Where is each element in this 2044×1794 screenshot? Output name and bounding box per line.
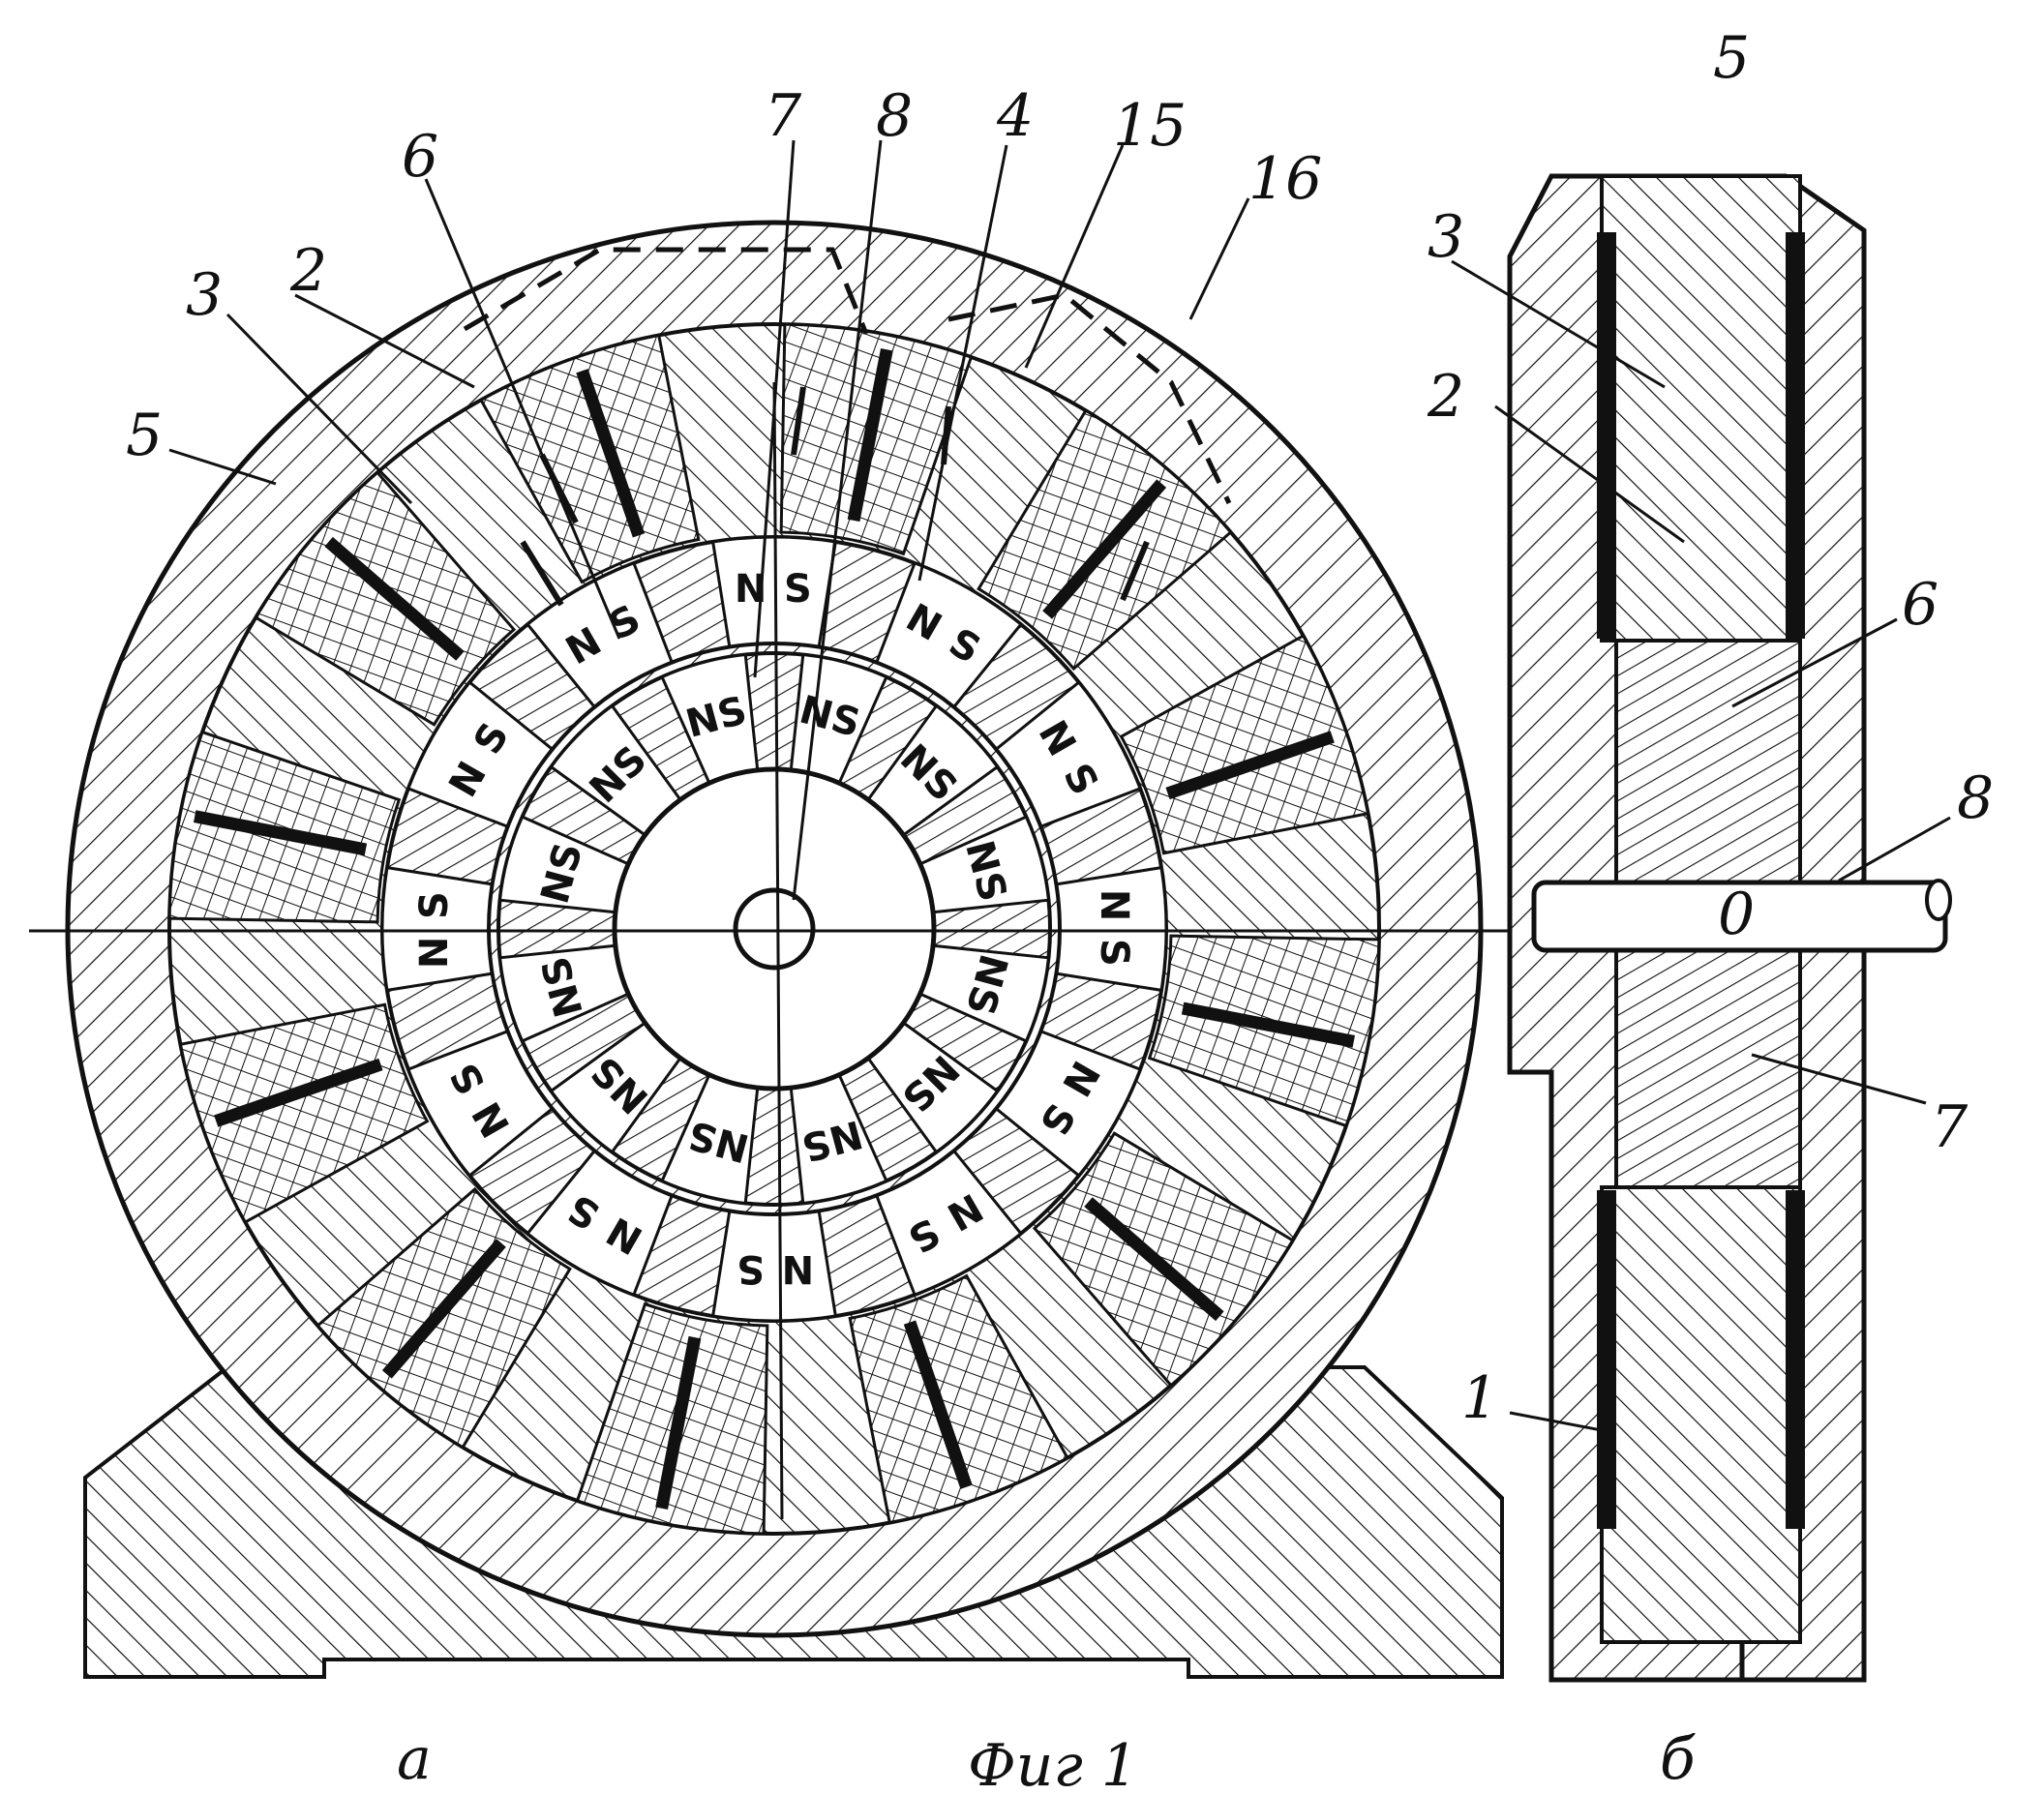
stator-teeth (167, 322, 1381, 1536)
side-callout-1: 1 (1461, 1364, 1498, 1432)
winding-bar (1181, 1002, 1356, 1048)
shaft-axis-label: 0 (1718, 881, 1755, 948)
callout-16: 16 (1248, 145, 1322, 213)
pole-label-n: N (1092, 889, 1136, 921)
callout-8: 8 (876, 82, 913, 150)
side-stator (1600, 174, 1802, 643)
side-winding-right-lower (1786, 1190, 1805, 1529)
winding-bar (1165, 731, 1335, 800)
outer-magnet (710, 1209, 838, 1323)
callout-2: 2 (289, 237, 327, 305)
callout-3: 3 (186, 261, 223, 329)
flux-path (463, 247, 1232, 505)
winding-bar (576, 369, 646, 538)
pole-label-s: S (1092, 939, 1136, 967)
callout-15: 15 (1113, 92, 1187, 160)
side-shaft-end (1925, 879, 1952, 921)
side-callout-6: 6 (1902, 571, 1939, 639)
stator-tooth (1119, 633, 1370, 855)
labels: 2 3 5 6 7 8 4 15 16 5 3 2 6 8 7 1 0 а б … (126, 24, 1994, 1794)
winding-bar (214, 1058, 383, 1127)
leader-lines (168, 139, 1250, 901)
side-callout-5: 5 (1713, 24, 1750, 92)
winding-bar (655, 1335, 702, 1510)
winding-bar (1084, 1197, 1224, 1322)
winding-bar (903, 1320, 973, 1489)
figure-caption: Фиг 1 (968, 1732, 1138, 1794)
outer-magnet (1054, 865, 1168, 993)
pole-label-n: N (782, 1246, 814, 1291)
flux-arrows (520, 386, 1150, 607)
side-winding-left-lower (1597, 1190, 1616, 1529)
stator-tooth (167, 730, 402, 924)
stator-tooth (779, 322, 974, 556)
side-leader-lines (1451, 259, 1951, 1434)
pole-label-s: S (412, 891, 457, 919)
side-callout-7: 7 (1931, 1093, 1969, 1161)
callout-7: 7 (765, 82, 802, 150)
stator-tooth (848, 1273, 1070, 1525)
side-callout-8: 8 (1957, 764, 1994, 832)
winding-bar (193, 810, 368, 856)
view-b-label: б (1660, 1725, 1696, 1793)
side-callout-2: 2 (1427, 363, 1464, 431)
vertical-centerline (772, 381, 784, 1520)
view-a-label: а (397, 1725, 432, 1793)
stator-tooth (478, 333, 701, 584)
callout-6: 6 (402, 123, 438, 191)
side-winding-left (1597, 232, 1616, 639)
outer-magnet (380, 865, 495, 993)
winding-bar (324, 536, 465, 661)
callout-5: 5 (126, 402, 163, 469)
pole-label-n: N (412, 937, 457, 969)
side-view (1451, 173, 1952, 1683)
side-winding-right (1786, 232, 1805, 639)
side-stator-lower (1600, 1185, 1802, 1644)
winding-bar (381, 1239, 506, 1379)
stator-tooth (1147, 934, 1381, 1128)
pole-label-s: S (736, 1246, 765, 1291)
side-callout-3: 3 (1428, 203, 1464, 271)
shaft-bore (733, 887, 816, 971)
stator-tooth (178, 1002, 430, 1225)
winding-bar (1042, 479, 1167, 619)
stator-tooth (575, 1301, 769, 1536)
winding-bar (847, 347, 893, 523)
callout-4: 4 (996, 82, 1034, 150)
pole-label-s: S (784, 567, 812, 612)
